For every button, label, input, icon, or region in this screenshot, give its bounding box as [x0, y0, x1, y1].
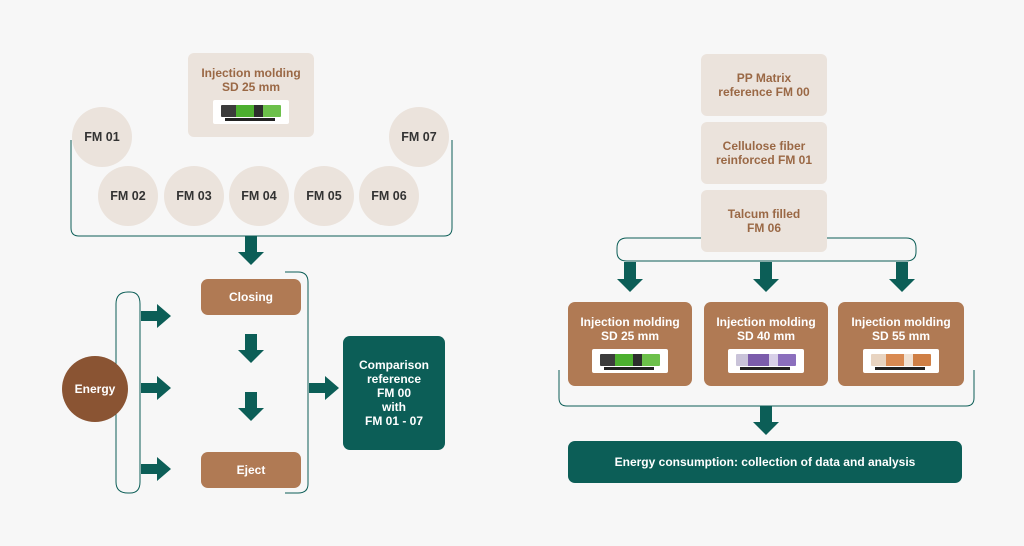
fm-label: FM 06 [371, 189, 407, 203]
machine-box-sd25: Injection molding SD 25 mm [188, 53, 314, 137]
machine-label-line1: Injection molding [716, 315, 816, 329]
machine-label-line1: Injection molding [201, 66, 301, 80]
machine-orange-icon [863, 349, 939, 373]
step-closing: Closing [201, 279, 301, 315]
fm-label: FM 02 [110, 189, 146, 203]
arrow-down-5 [753, 262, 779, 292]
fm-label: FM 03 [176, 189, 212, 203]
machine-label-line2: SD 40 mm [736, 329, 796, 343]
arrow-down-7 [753, 406, 779, 435]
fm-label: FM 04 [241, 189, 277, 203]
fm-circle-03: FM 03 [164, 166, 224, 226]
machine-label-line1: Injection molding [580, 315, 680, 329]
comparison-line2: reference [366, 372, 422, 386]
machine-label-line2: SD 25 mm [221, 80, 281, 94]
material-label-line2: FM 06 [746, 221, 781, 235]
fm-label: FM 07 [401, 130, 437, 144]
step-eject: Eject [201, 452, 301, 488]
energy-circle: Energy [62, 356, 128, 422]
energy-label: Energy [74, 382, 116, 396]
fm-circle-04: FM 04 [229, 166, 289, 226]
machine-label-line2: SD 55 mm [871, 329, 931, 343]
fm-circle-01: FM 01 [72, 107, 132, 167]
arrow-down-3 [238, 392, 264, 421]
result-box: Energy consumption: collection of data a… [568, 441, 962, 483]
machine-green-icon [213, 100, 289, 124]
fm-circle-06: FM 06 [359, 166, 419, 226]
closing-label: Closing [229, 290, 273, 304]
comparison-line4: with [382, 400, 406, 414]
fm-circle-07: FM 07 [389, 107, 449, 167]
fm-circle-02: FM 02 [98, 166, 158, 226]
material-box-pp-matrix: PP Matrix reference FM 00 [701, 54, 827, 116]
arrow-right-3 [141, 457, 171, 481]
eject-label: Eject [236, 463, 266, 477]
arrow-right-2 [141, 376, 171, 400]
material-label-line1: PP Matrix [736, 71, 792, 85]
arrow-right-1 [141, 304, 171, 328]
comparison-line5: FM 01 - 07 [364, 414, 424, 428]
comparison-line3: FM 00 [376, 386, 411, 400]
result-label: Energy consumption: collection of data a… [614, 455, 916, 469]
machine-box-right-sd25: Injection molding SD 25 mm [568, 302, 692, 386]
machine-box-right-sd55: Injection molding SD 55 mm [838, 302, 964, 386]
arrow-down-6 [889, 262, 915, 292]
machine-label-line1: Injection molding [851, 315, 951, 329]
arrow-right-4 [309, 376, 339, 400]
arrow-down-4 [617, 262, 643, 292]
arrow-down-2 [238, 334, 264, 363]
fm-circle-05: FM 05 [294, 166, 354, 226]
material-box-cellulose: Cellulose fiber reinforced FM 01 [701, 122, 827, 184]
machine-box-right-sd40: Injection molding SD 40 mm [704, 302, 828, 386]
arrow-down-1 [238, 236, 264, 265]
material-label-line2: reference FM 00 [718, 85, 810, 99]
fm-label: FM 01 [84, 130, 120, 144]
machine-green-icon [592, 349, 668, 373]
fm-label: FM 05 [306, 189, 342, 203]
comparison-box: Comparison reference FM 00 with FM 01 - … [343, 336, 445, 450]
machine-purple-icon [728, 349, 804, 373]
comparison-line1: Comparison [358, 358, 429, 372]
material-label-line1: Cellulose fiber [722, 139, 806, 153]
material-label-line1: Talcum filled [727, 207, 801, 221]
machine-label-line2: SD 25 mm [600, 329, 660, 343]
material-box-talcum: Talcum filled FM 06 [701, 190, 827, 252]
material-label-line2: reinforced FM 01 [715, 153, 813, 167]
